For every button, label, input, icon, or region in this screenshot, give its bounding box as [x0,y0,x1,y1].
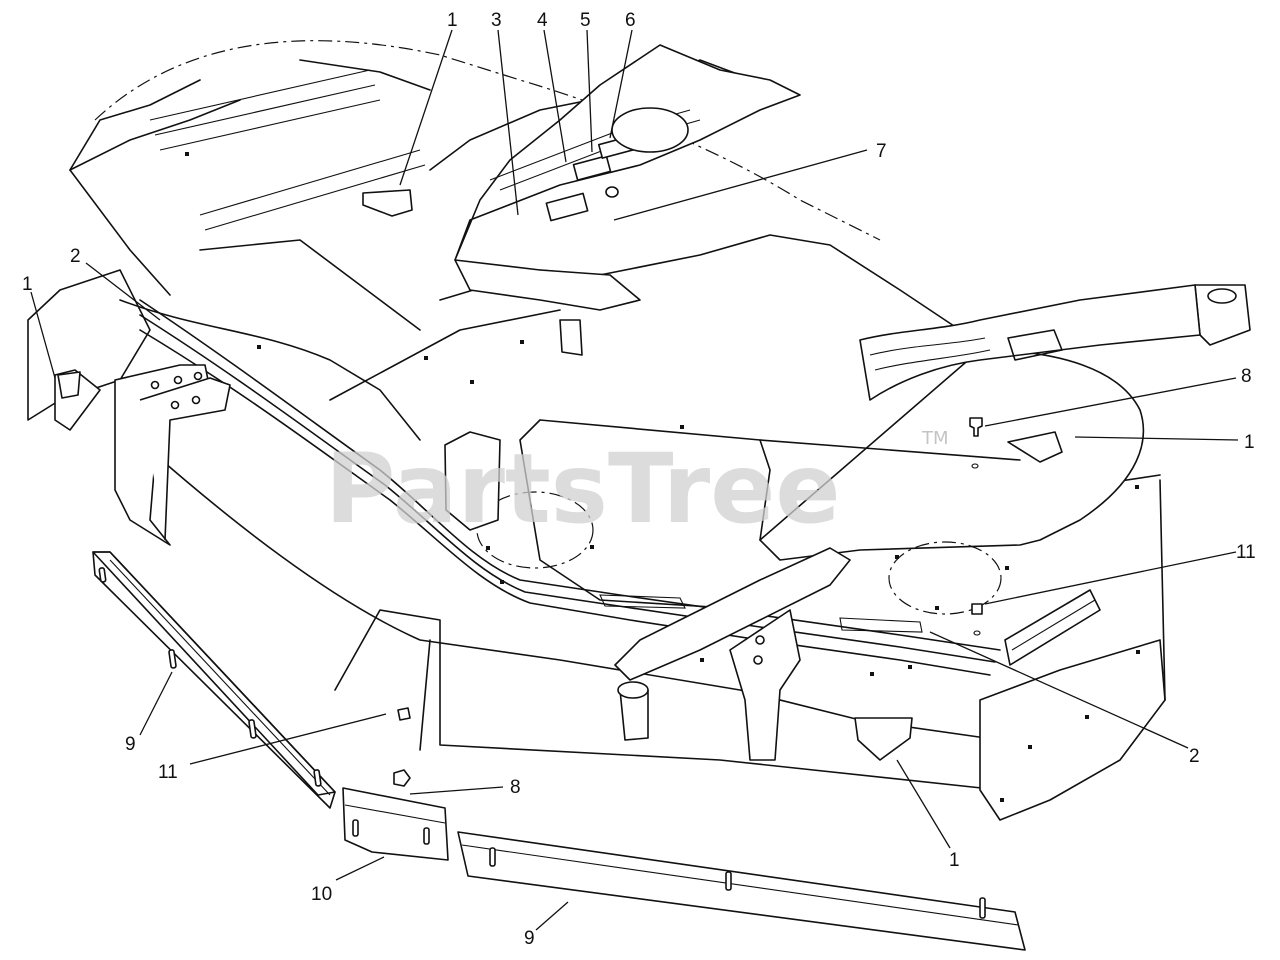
right-channel [859,284,1251,401]
left-front-bracket [114,364,231,546]
callout-2-left: 2 [70,246,81,267]
watermark-tm: TM [921,428,949,449]
callout-9-bottom: 9 [524,928,535,949]
callout-8-bottom: 8 [510,777,521,798]
callout-5: 5 [580,10,591,31]
callout-numbers: 1 3 4 5 6 7 2 1 8 1 11 2 9 11 8 10 9 1 [22,10,1256,949]
callout-10: 10 [311,884,332,905]
watermark: PartsTree TM [325,428,949,545]
right-deflector [1004,589,1101,666]
baffle-strip-right [457,831,1026,951]
callout-7: 7 [876,141,887,162]
callout-leaders [30,29,1239,931]
callout-1-right: 1 [1244,432,1255,453]
callout-3: 3 [491,10,502,31]
watermark-text: PartsTree [325,433,840,545]
callout-9-left: 9 [125,734,136,755]
callout-1-left: 1 [22,274,33,295]
hardware [393,417,983,787]
callout-6: 6 [625,10,636,31]
callout-8-right: 8 [1241,366,1252,387]
rear-hood-plate [454,44,801,356]
callout-2-right: 2 [1189,746,1200,767]
baffle-strip-left [92,551,336,809]
fastener-holes [185,152,1140,802]
callout-1-top: 1 [447,10,458,31]
decals [57,189,1063,761]
spindle-openings [444,431,1002,615]
callout-1-bottom: 1 [949,850,960,871]
center-front-hitch [614,547,851,761]
baffle-bracket [342,787,449,861]
callout-4: 4 [537,10,548,31]
callout-11-right: 11 [1236,542,1256,563]
callout-11-left: 11 [158,762,178,783]
